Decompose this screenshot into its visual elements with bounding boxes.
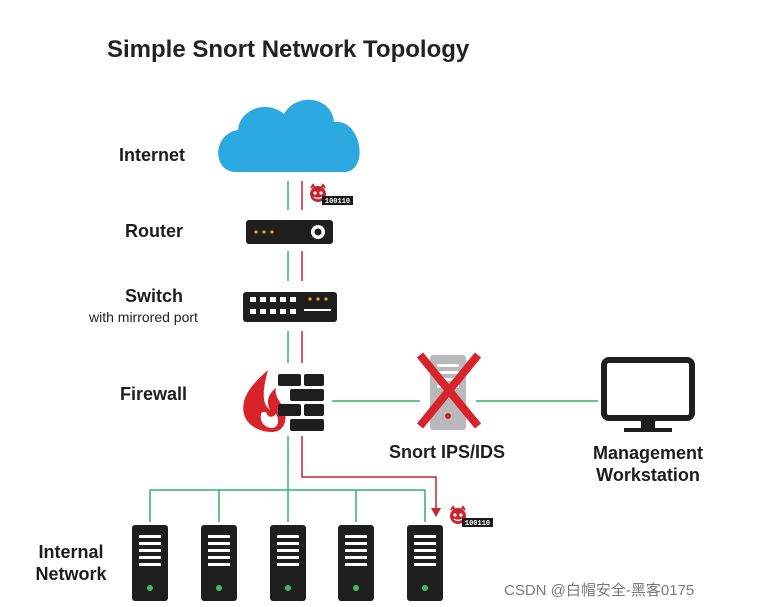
monitor-icon	[601, 357, 695, 432]
internal-label-line1: Internal	[38, 542, 104, 562]
threat-badge-code: 100110	[325, 198, 350, 206]
router-icon	[246, 220, 333, 244]
internal-label-line2: Network	[35, 564, 107, 584]
management-label-line2: Workstation	[596, 465, 700, 485]
server-icon	[270, 525, 306, 601]
internal-network-label: Internal Network	[30, 541, 112, 585]
server-icon	[201, 525, 237, 601]
threat-path	[301, 436, 437, 510]
server-icon	[132, 525, 168, 601]
watermark: CSDN @白帽安全-黑客0175	[504, 582, 695, 599]
switch-sublabel: with mirrored port	[89, 309, 198, 325]
threat-badge-icon: 100110	[310, 183, 353, 206]
internet-cloud-icon	[218, 99, 360, 172]
internal-servers	[132, 525, 443, 601]
blocked-x-icon	[416, 352, 482, 429]
internet-label: Internet	[119, 145, 186, 165]
snort-label: Snort IPS/IDS	[389, 442, 506, 462]
network-links	[149, 181, 598, 522]
diagram-title: Simple Snort Network Topology	[107, 36, 470, 63]
server-icon	[407, 525, 443, 601]
firewall-icon	[243, 370, 324, 432]
firewall-label: Firewall	[120, 384, 188, 404]
threat-arrow-head	[431, 508, 441, 517]
switch-icon	[243, 292, 337, 322]
switch-label: Switch	[125, 286, 184, 306]
server-icon	[338, 525, 374, 601]
management-label-line1: Management	[592, 443, 704, 463]
threat-badge-icon: 100110	[450, 505, 493, 528]
threat-badge-code: 100110	[465, 520, 490, 528]
router-label: Router	[125, 221, 183, 241]
management-label: Management Workstation	[588, 442, 708, 486]
